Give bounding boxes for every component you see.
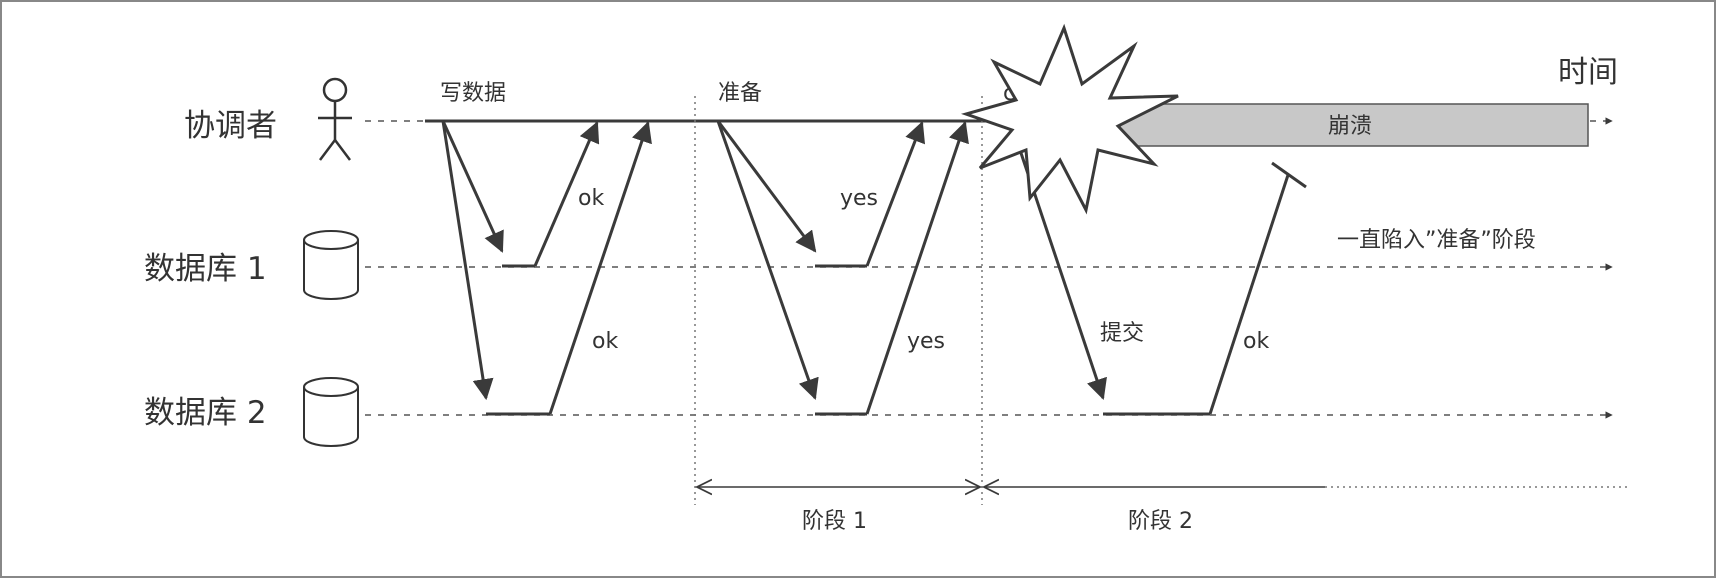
write-ok-db2-arrow [548, 121, 652, 415]
crash-bar [1119, 103, 1589, 147]
write-ok-db2-label: ok [592, 329, 618, 354]
prepare-request-db1 [716, 120, 817, 253]
database-icon [303, 377, 359, 447]
stuck-note: 一直陷入”准备”阶段 [1337, 228, 1536, 253]
coordinator-label: 协调者 [184, 108, 277, 144]
commit-db2-label: 提交 [1100, 321, 1144, 346]
phase2-label: 阶段 2 [1128, 509, 1193, 534]
database-icon [303, 230, 359, 300]
commit-ok-db2-arrow [1208, 174, 1290, 415]
write-request-db2 [441, 120, 494, 401]
time-label: 时间 [1558, 55, 1618, 90]
prepare-yes-db2-label: yes [907, 329, 945, 354]
commit-ok-db2-label: ok [1243, 329, 1269, 354]
prepare-yes-db1-label: yes [840, 186, 878, 211]
lost-message-cross-icon [1271, 161, 1307, 189]
prepare-phase-label: 准备 [718, 81, 762, 106]
db2-label: 数据库 2 [144, 395, 267, 431]
crash-burst-icon [960, 23, 1179, 215]
prepare-yes-db2-arrow [865, 121, 969, 415]
db1-label: 数据库 1 [144, 251, 267, 287]
write-request-db1 [441, 120, 504, 253]
write-ok-db1-arrow [533, 121, 600, 267]
prepare-request-db2 [716, 120, 819, 400]
write-phase-label: 写数据 [440, 81, 506, 106]
prepare-yes-db1-arrow [865, 121, 926, 267]
write-ok-db1-label: ok [578, 186, 604, 211]
phase1-label: 阶段 1 [802, 509, 867, 534]
person-icon [318, 77, 352, 161]
crash-label: 崩溃 [1328, 114, 1372, 139]
